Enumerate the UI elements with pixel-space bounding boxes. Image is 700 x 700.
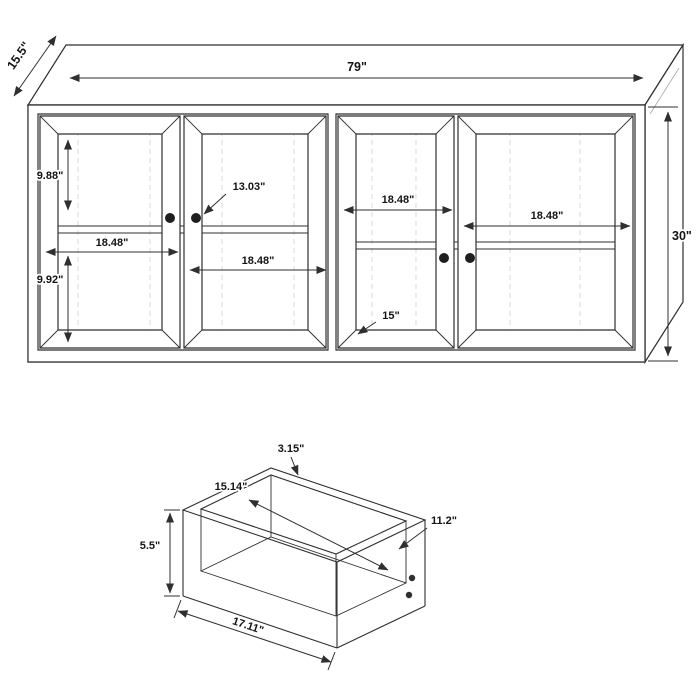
knob-right-a: [439, 253, 449, 263]
cabinet-depth-label: 15.5": [4, 39, 33, 72]
cabinet-doors: [39, 115, 634, 349]
dim-upper-left-height: 9.88": [35, 139, 72, 211]
dim-compartment-c: 18.48": [45, 235, 179, 256]
compartment-d-label: 18.48": [242, 255, 275, 267]
knob-left-a: [165, 213, 175, 223]
cabinet-drawing: 79" 15.5" 30" 9.88" 13.03": [3, 35, 694, 365]
cabinet-face-frame: [27, 104, 646, 363]
compartment-c-label: 18.48": [96, 237, 129, 249]
dim-compartment-b: 18.48": [463, 208, 631, 230]
door-1-bevels: [39, 115, 181, 349]
drawer-drawing: 5.5" 17.11" 15.14" 11.2" 3.15": [138, 441, 459, 671]
dim-drawer-front-height: 5.5": [138, 509, 180, 597]
door-4-bevels: [457, 115, 634, 349]
dim-lower-left-height: 9.92": [35, 255, 72, 343]
compartment-b-label: 18.48": [531, 210, 564, 222]
drawer-dimensions: 5.5" 17.11" 15.14" 11.2" 3.15": [138, 441, 459, 671]
knob-left-b: [191, 213, 201, 223]
drawer-height-label: 5.5": [140, 540, 161, 552]
drawer-body: [183, 468, 425, 648]
lower-left-height-label: 9.92": [37, 274, 64, 286]
lower-shelf-depth-label: 15": [382, 310, 399, 322]
cabinet-interior: [40, 122, 633, 344]
dim-compartment-d: 18.48": [189, 253, 327, 274]
dim-lower-shelf-depth: 15": [357, 308, 401, 335]
door-2-bevels: [183, 115, 327, 349]
drawer-interior-width-label: 15.14": [215, 481, 248, 493]
knob-right-b: [465, 253, 475, 263]
dim-drawer-interior-depth: 11.2": [398, 513, 459, 550]
dim-upper-shelf-depth: 13.03": [203, 179, 267, 215]
side-panel-inner-edge: [649, 67, 680, 115]
cabinet-height-label: 30": [672, 229, 692, 243]
dim-cabinet-width: 79": [69, 58, 644, 82]
drawer-wall-height-label: 3.15": [278, 443, 305, 455]
upper-left-height-label: 9.88": [37, 170, 64, 182]
door-knobs: [165, 213, 475, 263]
cabinet-top-face: [26, 44, 685, 106]
drawer-interior-depth-label: 11.2": [431, 515, 457, 527]
drawer-screw-holes: [405, 574, 416, 599]
dim-drawer-wall-height: 3.15": [276, 441, 306, 476]
dim-cabinet-height: 30": [648, 106, 694, 362]
screw-hole-2: [405, 591, 413, 599]
compartment-a-label: 18.48": [382, 194, 415, 206]
dim-drawer-interior-width: 15.14": [213, 479, 389, 571]
upper-shelf-depth-label: 13.03": [233, 181, 266, 193]
dim-compartment-a: 18.48": [343, 192, 453, 214]
cabinet-width-label: 79": [347, 60, 367, 74]
screw-hole-1: [408, 574, 416, 582]
door-3-bevels: [337, 115, 455, 349]
cabinet-dimensions: 79" 15.5" 30" 9.88" 13.03": [3, 35, 694, 362]
